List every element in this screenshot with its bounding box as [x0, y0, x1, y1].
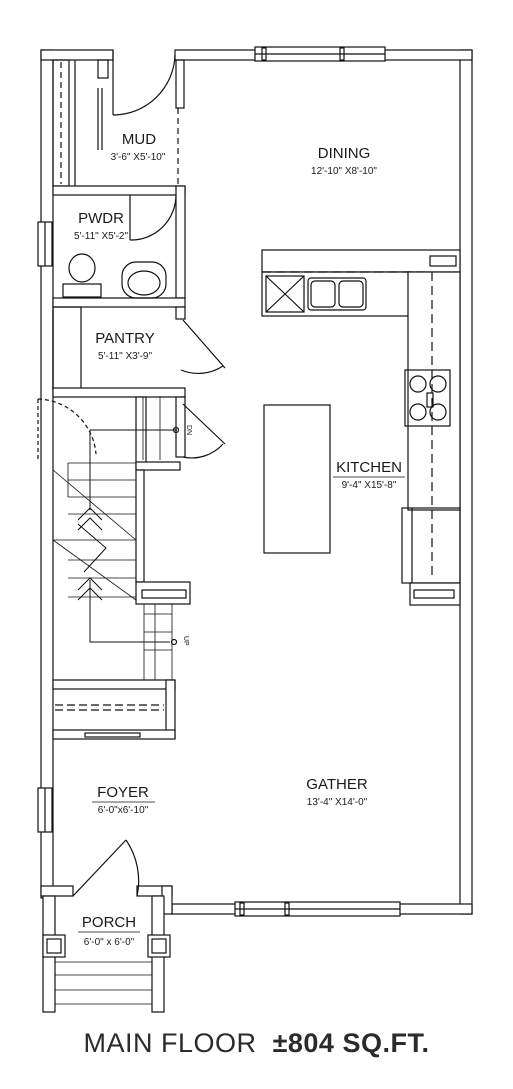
range-icon [404, 369, 451, 427]
mud-dims: 3'-6" X5'-10" [111, 152, 166, 163]
porch-name: PORCH [82, 914, 136, 931]
porch [42, 839, 171, 1013]
gather-name: GATHER [306, 776, 368, 793]
plan-caption: MAIN FLOOR ±804 SQ.FT. [0, 1028, 513, 1059]
pantry-name: PANTRY [95, 330, 154, 347]
foyer-closet [52, 679, 176, 740]
kitchen-dims: 9'-4" X15'-8" [342, 480, 397, 491]
windows [37, 46, 401, 917]
mud-room [52, 50, 185, 187]
gather-dims: 13'-4" X14'-0" [307, 797, 368, 808]
foyer-dims: 6'-0"x6'-10" [98, 805, 149, 816]
fridge-icon [401, 507, 461, 584]
foyer-name: FOYER [97, 784, 149, 801]
pwdr-dims: 5'-11" X5'-2" [74, 231, 129, 242]
toilet-icon [68, 253, 96, 283]
dining-dims: 12'-10" X8'-10" [311, 166, 377, 177]
dining-name: DINING [318, 145, 371, 162]
room-labels: MUD 3'-6" X5'-10" DINING 12'-10" X8'-10"… [74, 131, 405, 948]
caption-area: ±804 SQ.FT. [272, 1028, 430, 1058]
pwdr-name: PWDR [78, 210, 124, 227]
caption-title: MAIN FLOOR [83, 1028, 257, 1058]
porch-dims: 6'-0" x 6'-0" [84, 937, 135, 948]
pantry-dims: 5'-11" X3'-9" [98, 351, 153, 362]
kitchen [261, 249, 461, 606]
kitchen-name: KITCHEN [336, 459, 402, 476]
mud-name: MUD [122, 131, 156, 148]
staircase [37, 396, 226, 680]
sink-icon [121, 261, 167, 299]
kitchen-sink-icon [307, 277, 367, 311]
stairs-up-label: UP [182, 636, 189, 646]
powder-room [52, 185, 186, 308]
kitchen-island [263, 404, 331, 554]
stairs-down-label: DN [185, 425, 192, 435]
